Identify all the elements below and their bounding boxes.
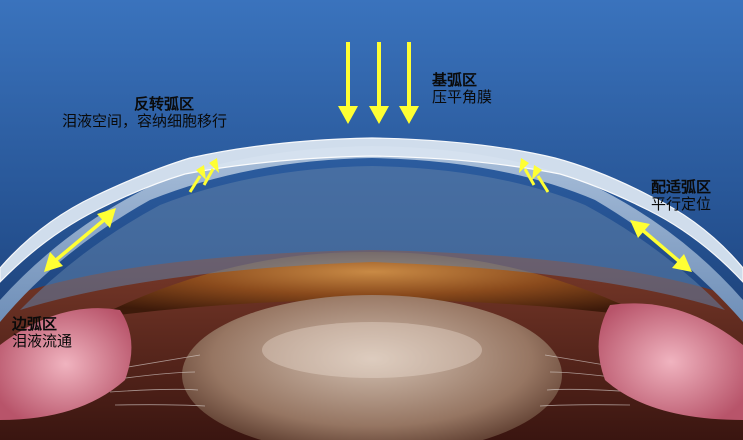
reverse-curve-label: 反转弧区 泪液空间，容纳细胞移行 [62, 96, 227, 131]
edge-curve-label: 边弧区 泪液流通 [12, 316, 72, 351]
base-curve-title: 基弧区 [432, 72, 492, 89]
lens-highlight [262, 322, 482, 378]
alignment-curve-title: 配适弧区 [651, 179, 711, 196]
edge-curve-desc: 泪液流通 [12, 333, 72, 350]
alignment-curve-label: 配适弧区 平行定位 [651, 179, 711, 214]
reverse-curve-desc: 泪液空间，容纳细胞移行 [62, 113, 227, 130]
edge-curve-title: 边弧区 [12, 316, 72, 333]
base-curve-label: 基弧区 压平角膜 [432, 72, 492, 107]
base-curve-desc: 压平角膜 [432, 89, 492, 106]
reverse-curve-title: 反转弧区 [134, 96, 227, 113]
alignment-curve-desc: 平行定位 [651, 196, 711, 213]
